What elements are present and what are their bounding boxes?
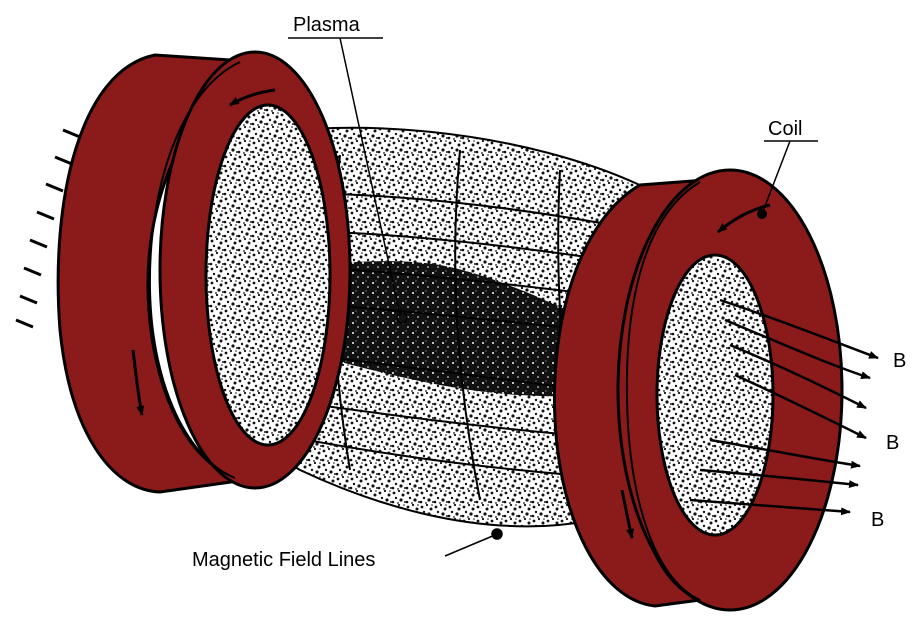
coil-label: Coil [768,118,802,140]
b-field-label-middle: B [886,432,899,454]
plasma-label: Plasma [293,14,361,36]
right-coil [554,170,842,610]
field-lines-leader-dot [492,529,502,539]
b-field-label-bottom: B [871,509,884,531]
field-lines-leader [445,535,495,556]
b-field-label-top: B [893,350,906,372]
right-coil-hole [657,255,773,535]
left-coil-hole [206,105,330,445]
left-coil [58,52,350,492]
magnetic-field-lines-label: Magnetic Field Lines [192,549,375,571]
